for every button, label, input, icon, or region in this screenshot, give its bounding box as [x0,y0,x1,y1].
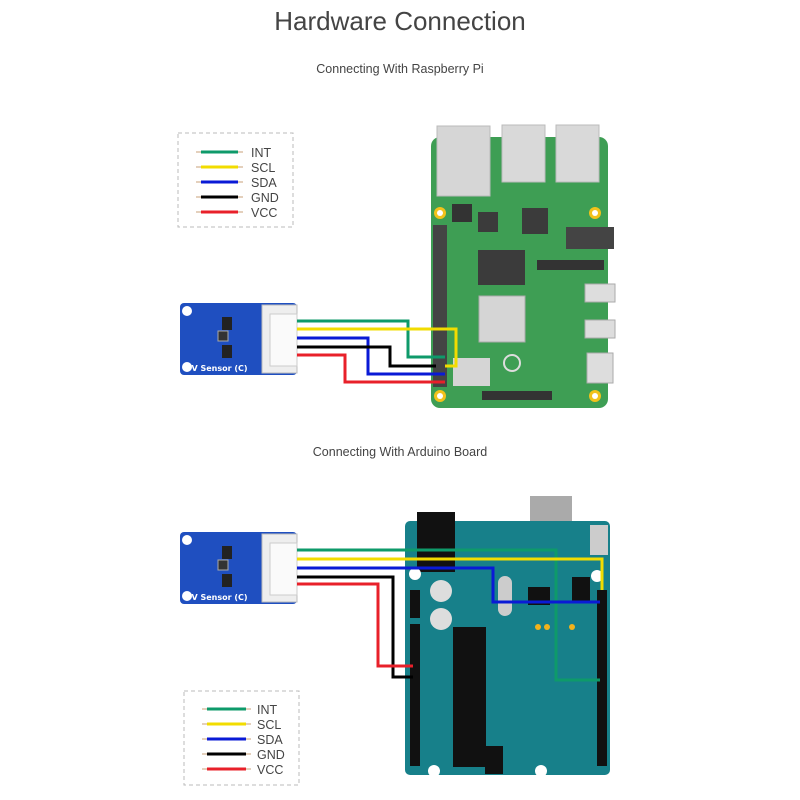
svg-text:SCL: SCL [257,718,281,732]
sensor-label: UV Sensor (C) [185,593,248,602]
svg-text:GND: GND [251,191,279,205]
arduino-section-subtitle: Connecting With Arduino Board [312,445,488,459]
wire-scl [297,557,604,590]
legend-item-gnd: GND [202,748,285,762]
rpi-section-subtitle: Connecting With Raspberry Pi [316,62,484,76]
arduino-left-header [410,624,420,766]
legend-item-vcc: VCC [196,206,277,220]
svg-text:SDA: SDA [257,733,283,747]
arduino-board [405,496,610,777]
legend-item-int: INT [196,146,272,160]
wire-int [297,319,445,359]
page-title: Hardware Connection [274,6,526,36]
legend-arduino: INT SCL SDA GND VCC [183,690,300,786]
svg-text:SCL: SCL [251,161,275,175]
wires-arduino [297,548,604,682]
gpio-header [433,225,447,387]
legend-item-gnd: GND [196,191,279,205]
svg-text:GND: GND [257,748,285,762]
wire-scl [297,327,458,368]
sensor-label: UV Sensor (C) [185,364,248,373]
wire-vcc [297,353,445,384]
wire-gnd [297,575,413,679]
wire-int [297,548,600,682]
svg-text:VCC: VCC [251,206,277,220]
wire-vcc [297,582,413,668]
legend-item-sda: SDA [196,176,277,190]
wire-sda [297,566,600,604]
legend-rpi: INT SCL SDA GND VCC [177,132,294,228]
legend-item-vcc: VCC [202,763,283,777]
legend-item-scl: SCL [196,161,275,175]
wire-gnd [297,345,436,368]
legend-item-int: INT [202,703,278,717]
wires-rpi [297,319,458,384]
uv-sensor-board-arduino: UV Sensor (C) [180,532,298,604]
svg-text:INT: INT [251,146,272,160]
svg-text:VCC: VCC [257,763,283,777]
legend-item-sda: SDA [202,733,283,747]
svg-text:INT: INT [257,703,278,717]
wire-sda [297,336,445,376]
arduino-right-header [597,590,607,766]
raspberry-pi-board [431,124,616,408]
uv-sensor-board-rpi: UV Sensor (C) [180,303,298,375]
svg-text:SDA: SDA [251,176,277,190]
legend-item-scl: SCL [202,718,281,732]
